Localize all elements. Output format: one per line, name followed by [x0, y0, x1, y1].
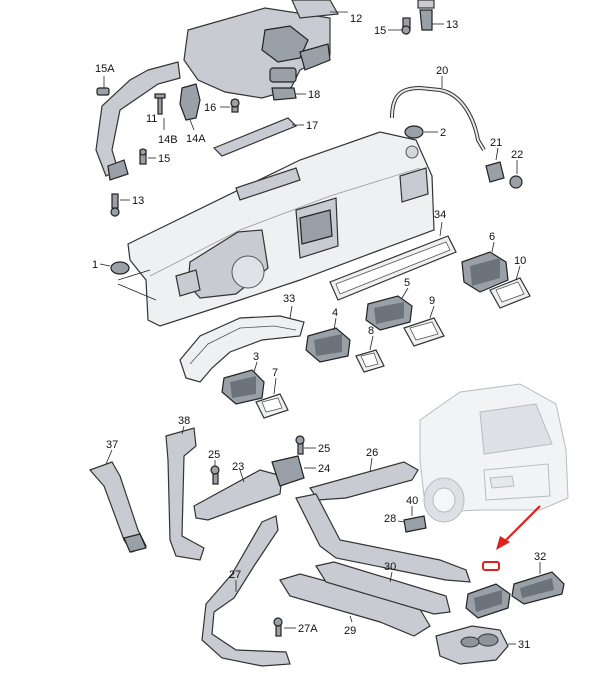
label-15A: 15A — [95, 63, 115, 75]
duct-30 — [315, 561, 451, 615]
clip-15A — [96, 87, 110, 96]
label-18: 18 — [308, 89, 320, 101]
sensor-14A — [179, 83, 201, 121]
grommet-1 — [110, 261, 130, 275]
label-8: 8 — [368, 325, 374, 337]
vent-32 — [511, 571, 565, 605]
frame-9 — [403, 317, 445, 347]
label-25-left: 25 — [208, 449, 220, 461]
label-32: 32 — [534, 551, 546, 563]
label-29: 29 — [344, 625, 356, 637]
dashboard-1 — [127, 131, 435, 327]
label-34: 34 — [434, 209, 446, 221]
label-30: 30 — [384, 561, 396, 573]
label-38: 38 — [178, 415, 190, 427]
rear-vent-highlighted — [465, 583, 511, 619]
duct-23 — [193, 469, 283, 521]
duct-29 — [279, 573, 431, 637]
vent-3 — [221, 369, 265, 405]
clip-18 — [271, 87, 297, 101]
label-17: 17 — [306, 120, 318, 132]
label-13-left: 13 — [132, 195, 144, 207]
floor-duct-main — [295, 493, 471, 583]
label-5: 5 — [404, 277, 410, 289]
label-12: 12 — [350, 13, 362, 25]
label-31: 31 — [518, 639, 530, 651]
label-11: 11 — [146, 113, 157, 125]
screw-16 — [230, 98, 240, 113]
label-14A: 14A — [186, 133, 206, 145]
duct-24 — [271, 455, 305, 487]
label-14B: 14B — [158, 134, 178, 146]
vent-4 — [305, 327, 351, 363]
vent-6 — [461, 251, 509, 293]
air-distribution-housing — [183, 0, 339, 99]
label-15-top: 15 — [374, 25, 386, 37]
label-15-left: 15 — [158, 153, 170, 165]
screw-15-top — [401, 17, 411, 35]
label-26: 26 — [366, 447, 378, 459]
label-4: 4 — [332, 307, 338, 319]
label-1: 1 — [92, 259, 98, 271]
label-13-top: 13 — [446, 19, 458, 31]
outlet-31 — [435, 625, 509, 665]
frame-10 — [489, 277, 531, 309]
frame-7 — [255, 393, 289, 419]
screw-15-left — [139, 148, 147, 165]
label-21: 21 — [490, 137, 502, 149]
label-3: 3 — [253, 351, 259, 363]
label-9: 9 — [429, 295, 435, 307]
label-2: 2 — [440, 127, 446, 139]
label-40: 40 — [406, 495, 418, 507]
duct-37 — [88, 461, 147, 553]
label-6: 6 — [489, 231, 495, 243]
instrument-frame-33 — [179, 315, 305, 383]
highlight-arrowhead — [496, 536, 510, 550]
label-28: 28 — [384, 513, 396, 525]
vehicle-rear-illustration — [419, 383, 569, 523]
frame-34 — [329, 235, 457, 301]
nut-22 — [509, 175, 523, 189]
grommet-40 — [403, 515, 427, 533]
hose-20 — [390, 85, 486, 152]
left-side-duct — [95, 61, 181, 181]
label-10: 10 — [514, 255, 526, 267]
trim-strip-17 — [212, 117, 298, 157]
label-33: 33 — [283, 293, 295, 305]
label-25-right: 25 — [318, 443, 330, 455]
screw-25-left — [210, 465, 220, 485]
label-24: 24 — [318, 463, 330, 475]
label-20: 20 — [436, 65, 448, 77]
label-23: 23 — [232, 461, 244, 473]
label-37: 37 — [106, 439, 118, 451]
highlight-arrow — [503, 505, 541, 543]
frame-8 — [355, 349, 385, 373]
screw-27A — [273, 617, 283, 637]
label-27A: 27A — [298, 623, 318, 635]
grommet-2 — [404, 125, 424, 139]
duct-38 — [165, 427, 205, 561]
highlight-box — [482, 561, 500, 571]
label-22: 22 — [511, 149, 523, 161]
nozzle-21 — [485, 161, 505, 183]
duct-27 — [201, 515, 291, 667]
screw-13-left — [110, 193, 120, 217]
label-16: 16 — [204, 102, 216, 114]
clip-13-top — [419, 9, 433, 31]
vent-5 — [365, 295, 413, 331]
screw-11 — [154, 93, 166, 115]
label-27: 27 — [229, 569, 241, 581]
label-7: 7 — [272, 367, 278, 379]
screw-25-right — [295, 435, 305, 455]
